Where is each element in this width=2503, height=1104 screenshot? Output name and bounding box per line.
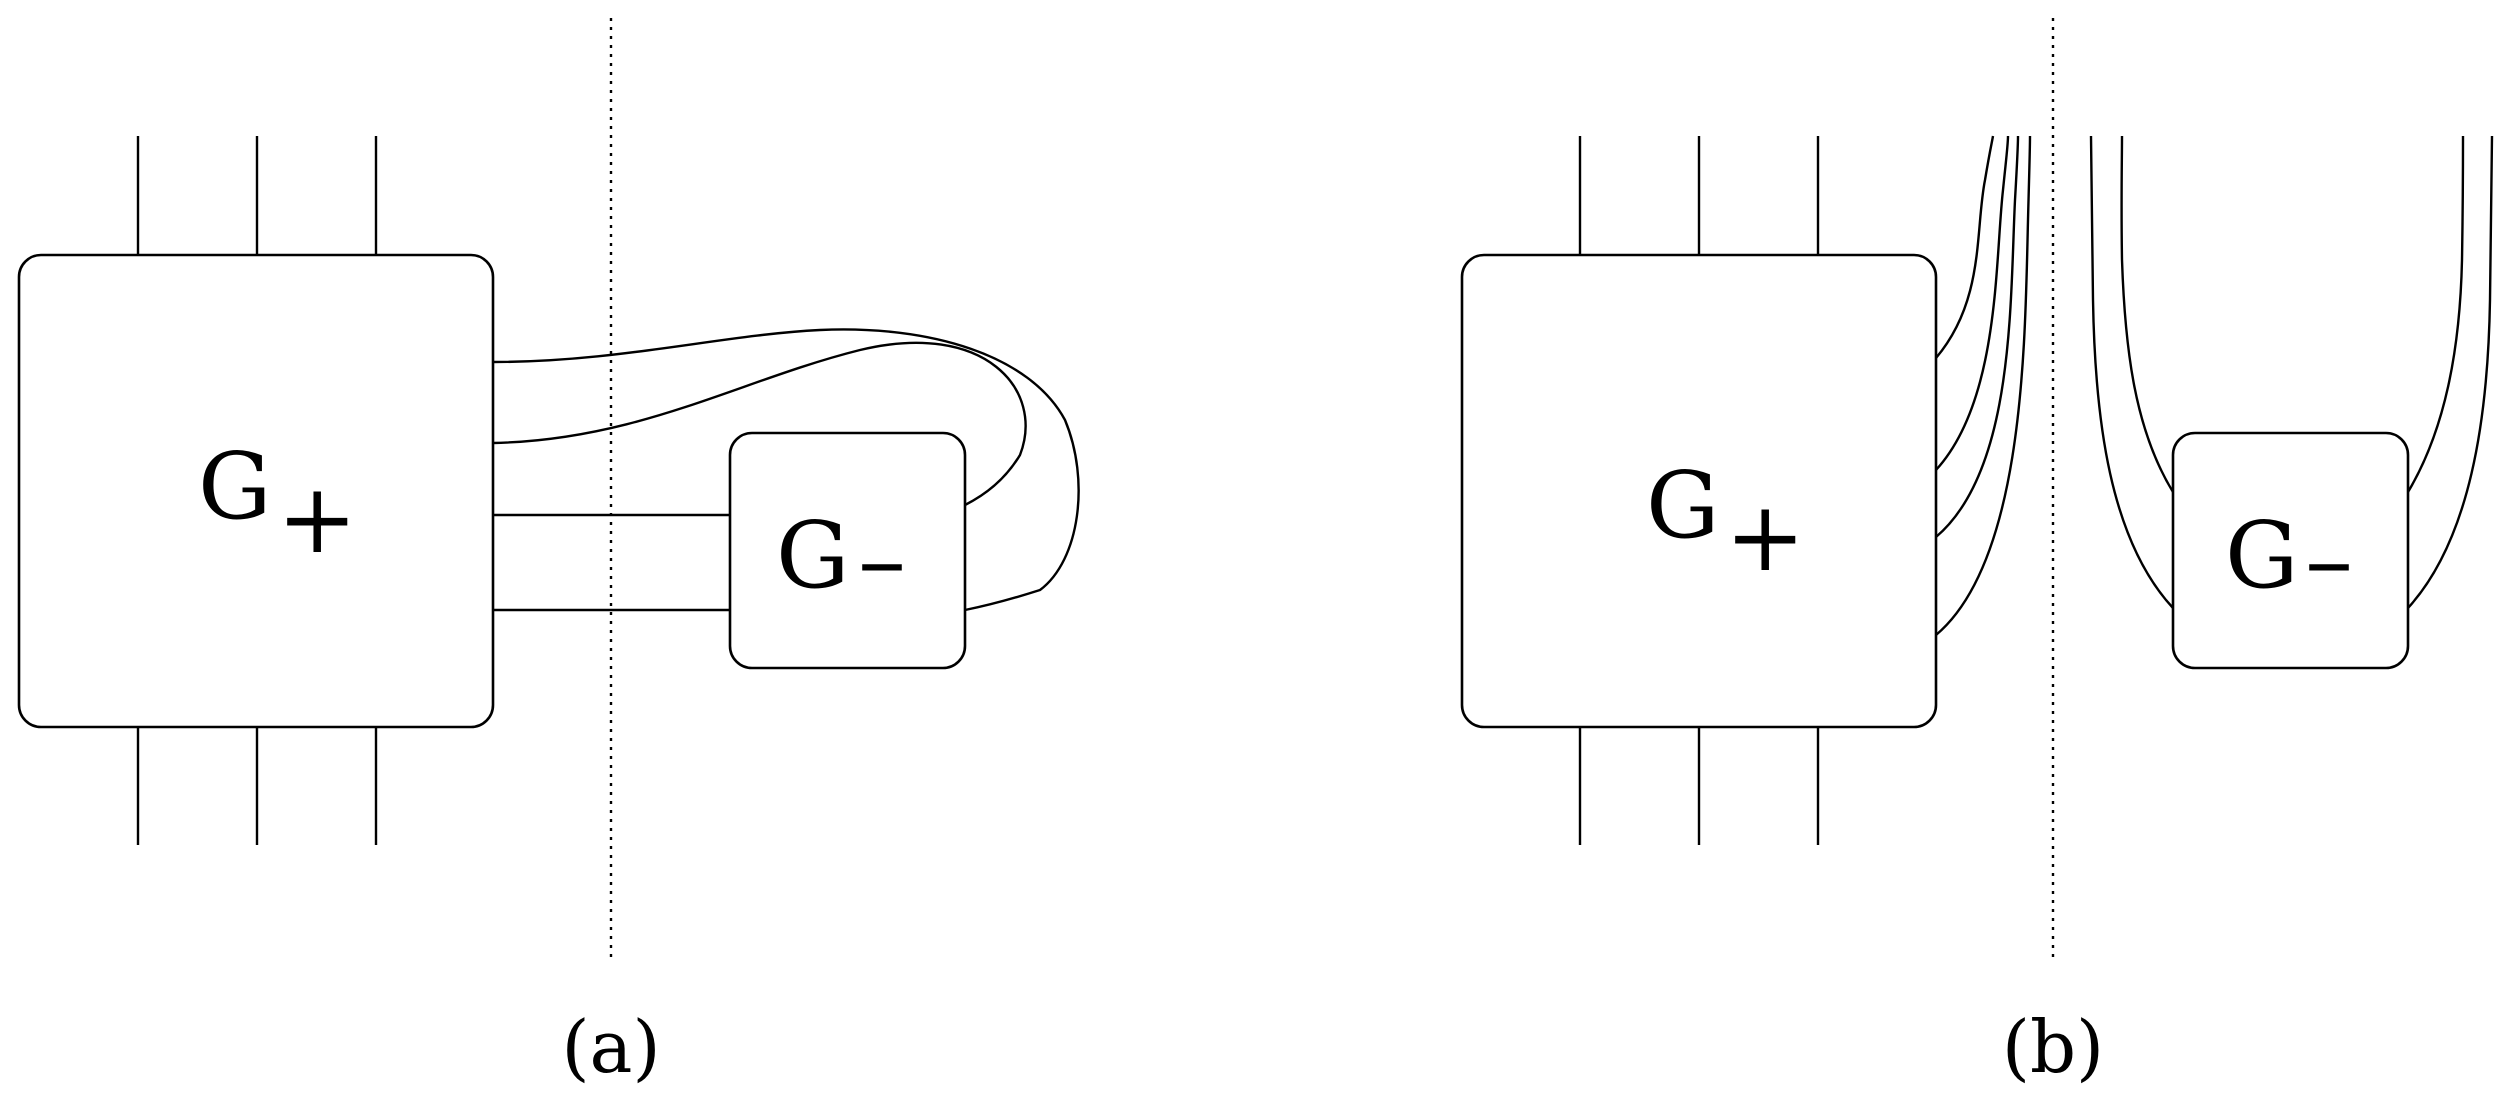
b-gplus-cut-wire-2 — [1935, 135, 2010, 471]
svg-text:(b): (b) — [2002, 1005, 2104, 1089]
b-gminus-letter: G — [2225, 502, 2299, 609]
a-gplus-box — [17, 253, 495, 729]
a-gminus-sign: – — [858, 504, 906, 616]
b-gplus-sign: + — [1725, 481, 1805, 593]
svg-text:–: – — [2305, 504, 2353, 616]
svg-text:G: G — [1646, 452, 1720, 559]
a-gminus-letter: G — [776, 502, 850, 609]
a-gplus-sign: + — [277, 463, 357, 575]
b-gminus-cut-wire-2 — [2120, 135, 2175, 493]
a-caption: (a) — [561, 1005, 660, 1089]
b-gminus-cut-wire-1 — [2089, 135, 2174, 609]
b-gplus-box — [1460, 253, 1938, 729]
svg-text:+: + — [277, 463, 357, 575]
b-gplus-letter: G — [1646, 452, 1720, 559]
b-gminus-box — [2171, 431, 2410, 670]
b-gminus-open-wire-2 — [2407, 135, 2494, 609]
b-gminus-sign: – — [2305, 504, 2353, 616]
svg-text:–: – — [858, 504, 906, 616]
a-wire-loop-outer — [492, 328, 1080, 612]
a-wire-loop-inner — [492, 341, 1027, 507]
panel-a: G + G – (a) — [17, 18, 1080, 1089]
svg-text:G: G — [2225, 502, 2299, 609]
svg-text:G: G — [198, 433, 272, 540]
svg-text:G: G — [776, 502, 850, 609]
svg-text:(a): (a) — [561, 1005, 660, 1089]
svg-text:+: + — [1725, 481, 1805, 593]
panel-b: G + G – (b) — [1460, 18, 2494, 1089]
b-gminus-open-wire-1 — [2406, 135, 2465, 493]
a-gminus-box — [728, 431, 967, 670]
b-caption: (b) — [2002, 1005, 2104, 1089]
a-gplus-letter: G — [198, 433, 272, 540]
b-gplus-cut-wire-1 — [1935, 135, 1995, 359]
b-gplus-cut-wire-4 — [1935, 135, 2032, 636]
b-gplus-cut-wire-3 — [1935, 135, 2020, 538]
